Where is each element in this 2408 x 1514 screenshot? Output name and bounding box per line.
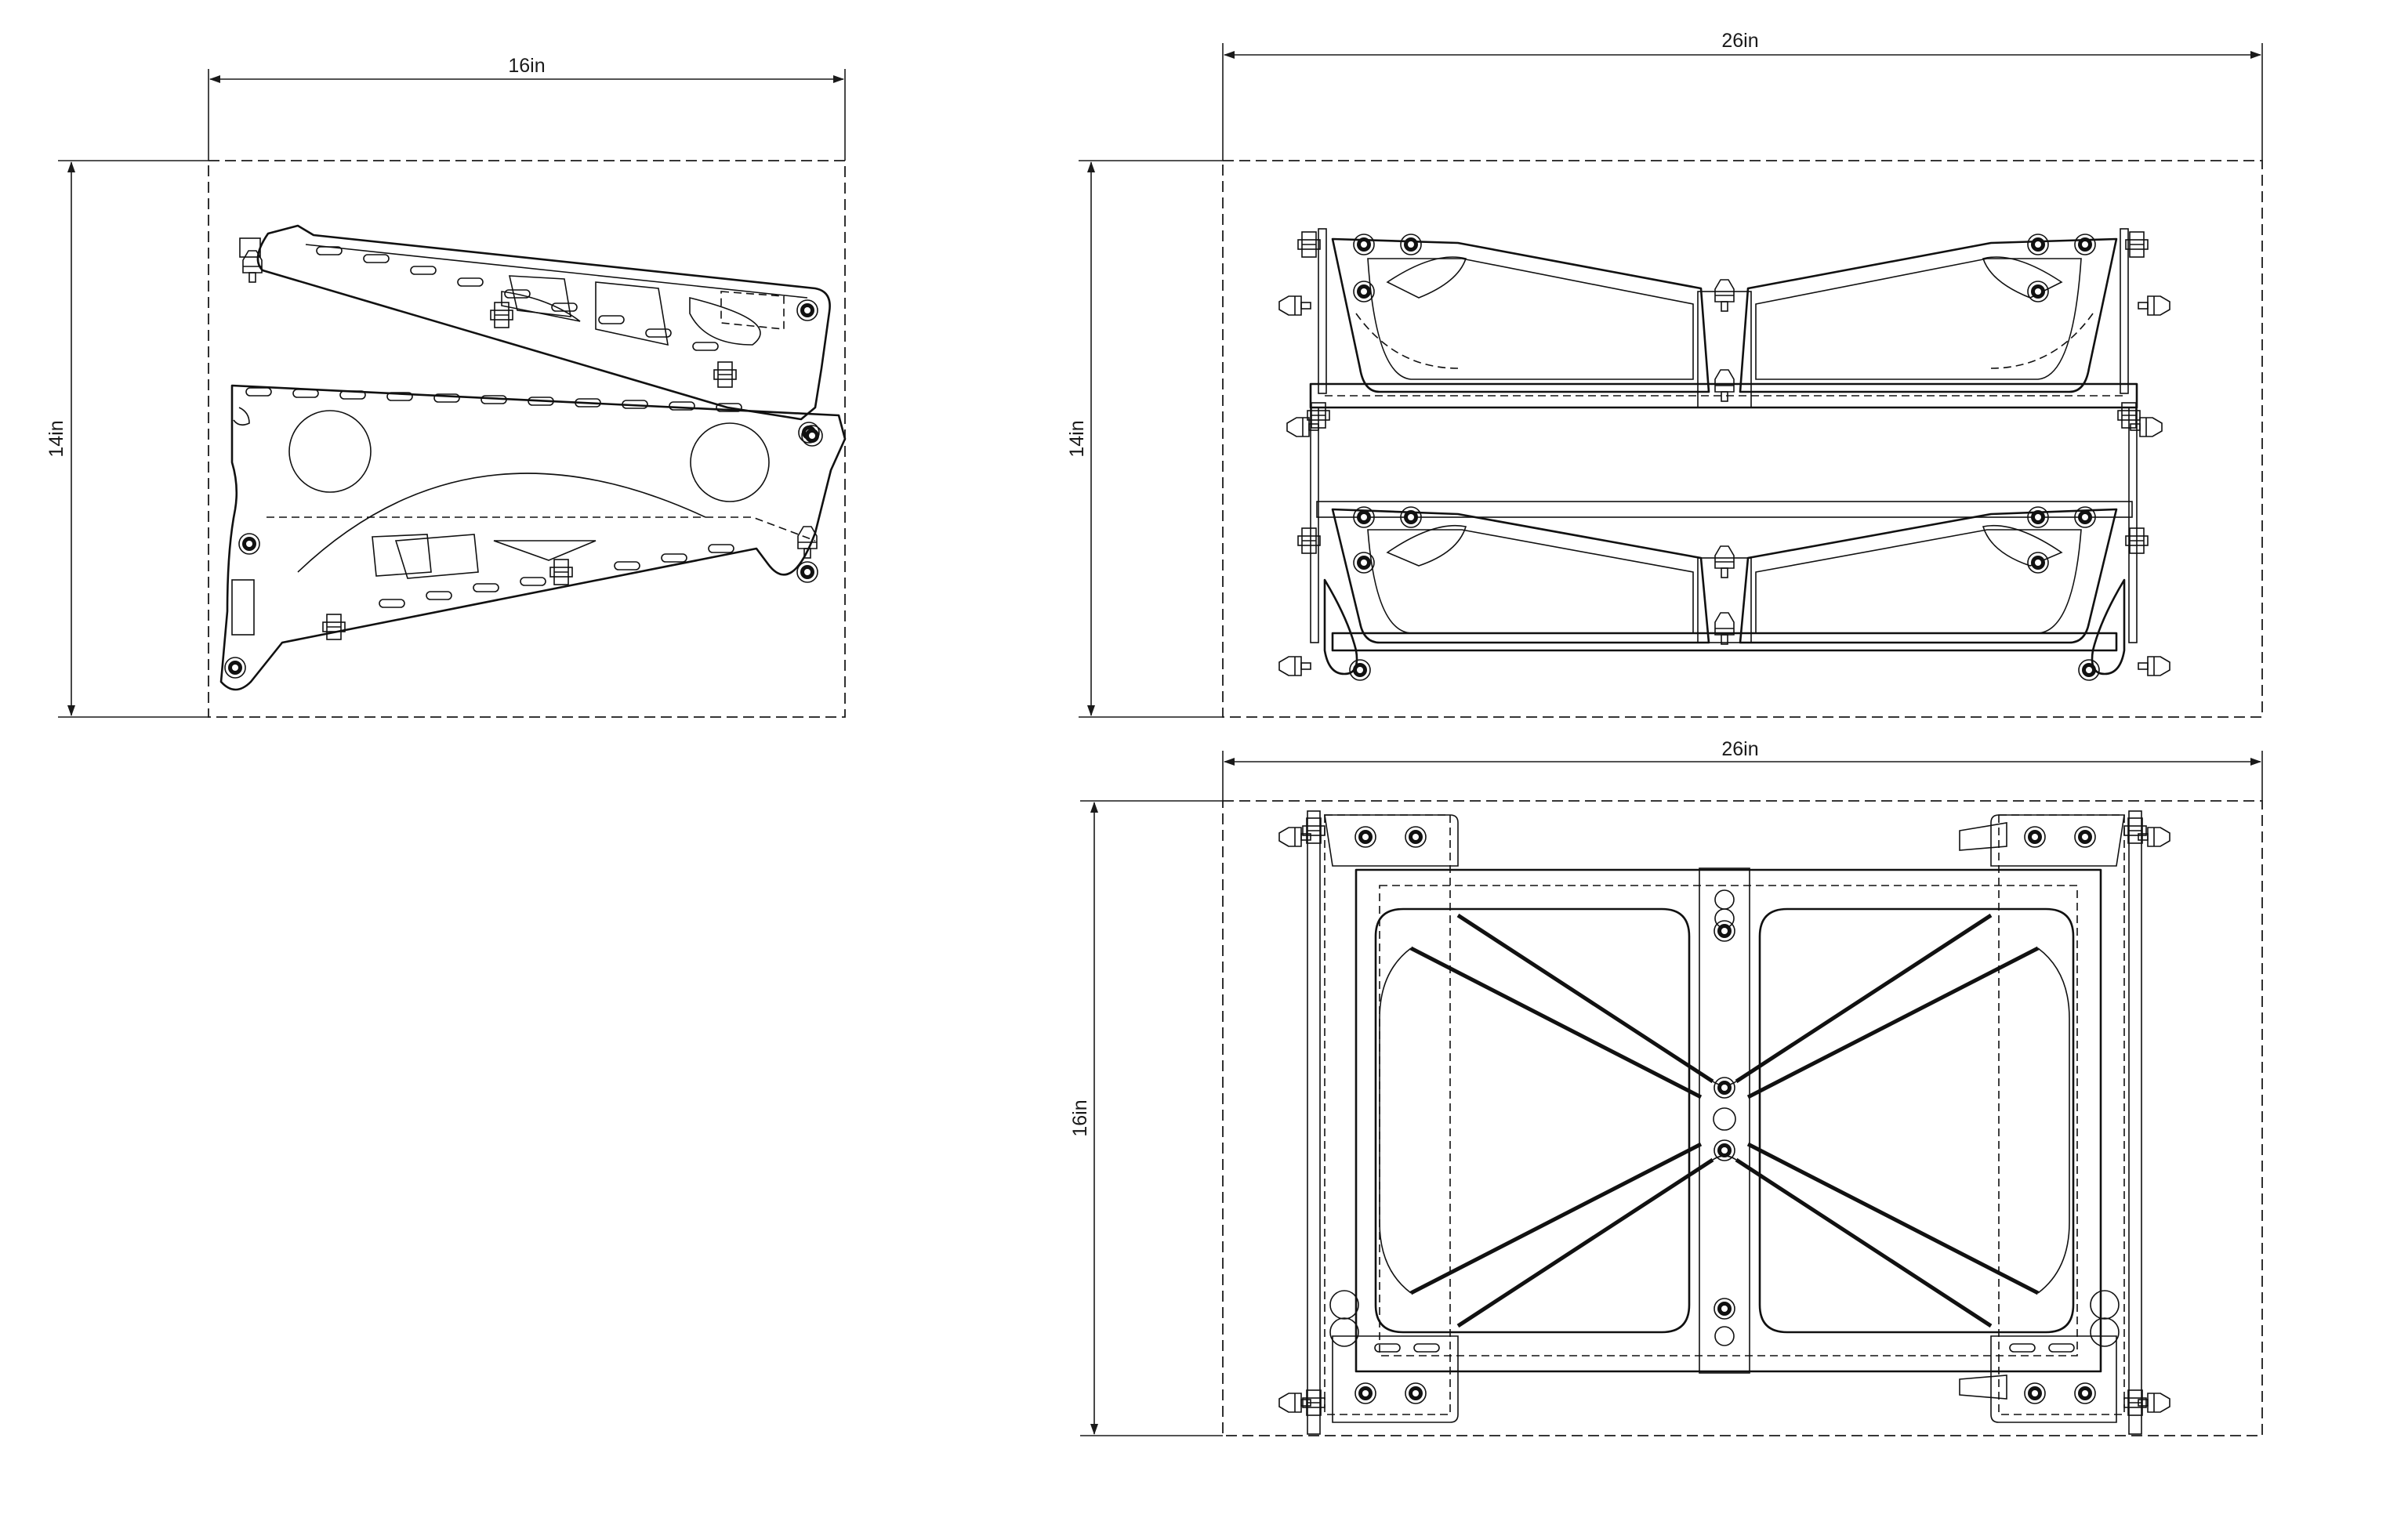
top-central-frame [1354, 867, 2102, 1374]
front-width-label: 26in [1721, 30, 1758, 52]
side-height-dimension: 14in [45, 160, 209, 718]
front-height-label: 14in [1066, 420, 1088, 457]
top-corner-hardware [1278, 817, 2170, 1416]
front-width-dimension: 26in [1222, 30, 2263, 161]
front-lower-module [1278, 407, 2170, 681]
front-view: 26in 14in [1066, 30, 2263, 718]
side-height-label: 14in [45, 420, 67, 457]
side-width-dimension: 16in [208, 55, 846, 161]
top-side-rails [1307, 810, 2142, 1435]
top-bounding-box [1222, 800, 2263, 1436]
front-bounding-box [1222, 160, 2263, 718]
top-width-dimension: 26in [1222, 738, 2263, 801]
top-height-label: 16in [1069, 1099, 1091, 1136]
top-height-dimension: 16in [1069, 800, 1223, 1436]
front-upper-module [1278, 228, 2170, 437]
front-height-dimension: 14in [1066, 160, 1223, 718]
side-bounding-box [208, 160, 846, 718]
side-lower-plate [219, 384, 847, 691]
side-view: 16in 14in [45, 55, 847, 718]
top-view: 26in 16in [1069, 738, 2263, 1436]
side-upper-arm [239, 224, 831, 444]
side-width-label: 16in [508, 55, 545, 77]
top-width-label: 26in [1721, 738, 1758, 760]
